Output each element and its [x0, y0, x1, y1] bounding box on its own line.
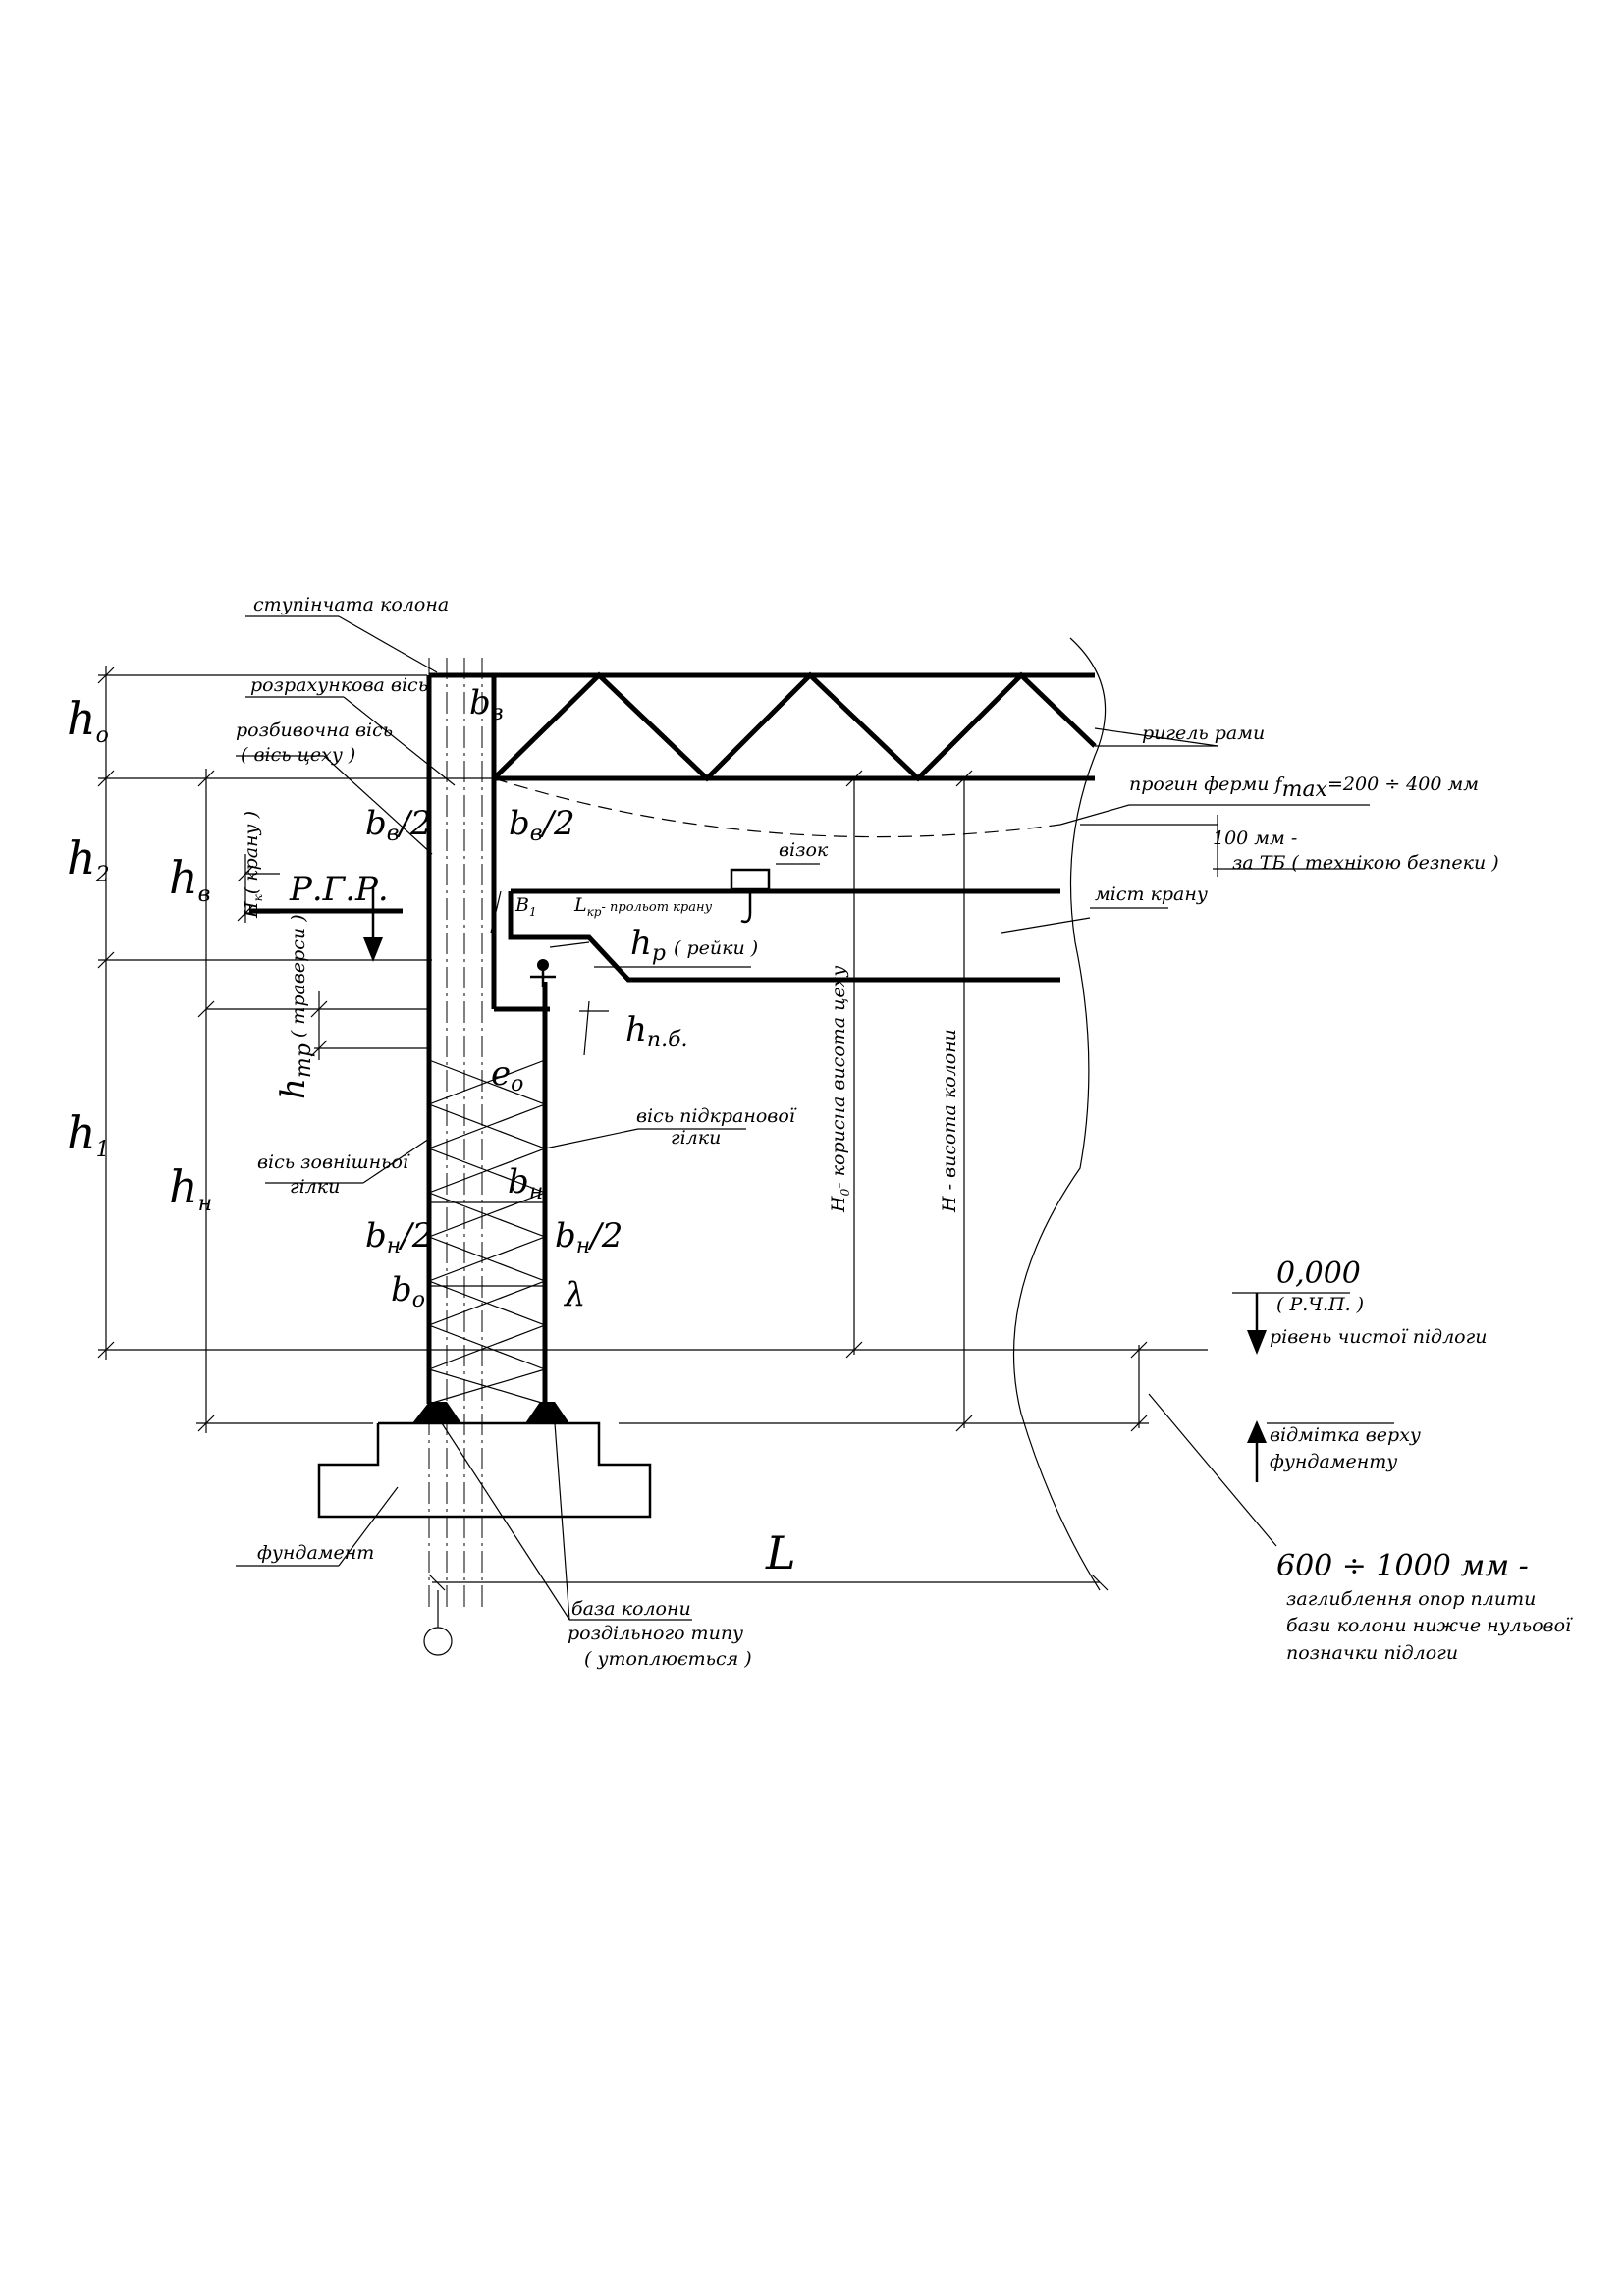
dim-hpb: hп.б.	[625, 1010, 688, 1052]
foundation: фундамент	[236, 1421, 652, 1567]
safety-100-label: 100 мм -	[1213, 828, 1297, 849]
left-dimension-chain	[97, 666, 328, 1433]
stepped-column-label: ступінчата колона	[253, 594, 449, 615]
dim-e0: eо	[491, 1054, 523, 1096]
base-label-3: ( утоплюється )	[584, 1648, 752, 1670]
dim-h0: hо	[67, 692, 109, 748]
rotated-labels: Hк( крану ) hтр( траверси ) Н0- корисна …	[241, 811, 960, 1213]
crane	[250, 868, 1060, 987]
dim-hp: hр( рейки )	[630, 924, 758, 966]
span-L-label: L	[765, 1526, 796, 1579]
base-shoe-right	[525, 1402, 569, 1423]
useful-height-label: Н0- корисна висота цеху	[828, 966, 852, 1213]
undercrane-axis-label: вісь підкранової	[636, 1105, 797, 1127]
dim-B1: B1	[514, 894, 537, 919]
height-dims	[845, 770, 1218, 1432]
zero-rchp-label: ( Р.Ч.П. )	[1276, 1294, 1364, 1315]
dim-Lkr: Lкр- прольот крану	[573, 894, 713, 919]
axis-marker-circle	[423, 1627, 453, 1656]
layout-axis-label: розбивочна вісь	[236, 720, 393, 741]
roof-truss	[492, 637, 1107, 1591]
outer-branch-label: гілки	[290, 1176, 340, 1198]
frame-girder-label: ригель рами	[1142, 722, 1265, 744]
depth-label-2: бази колони нижче нульової	[1286, 1615, 1573, 1636]
dim-bv: bв	[469, 683, 504, 725]
dim-h2: h2	[67, 831, 110, 887]
truss-deflection-label: прогин ферми fmax=200 ÷ 400 мм	[1129, 774, 1479, 802]
level-lines	[98, 674, 1394, 1424]
stepped-column	[412, 672, 569, 1423]
dim-hk: Hк( крану )	[241, 811, 265, 919]
design-axis-label: розрахункова вісь	[250, 674, 428, 696]
leader-lines	[236, 615, 1370, 1621]
dim-bn2-right: bн/2	[555, 1216, 623, 1258]
zero-mark-label: 0,000	[1276, 1256, 1361, 1291]
dim-b0: bо	[391, 1270, 425, 1312]
undercrane-branch-label: гілки	[671, 1127, 721, 1148]
dim-bn2-left: bн/2	[365, 1216, 433, 1258]
dim-hv: hв	[169, 851, 210, 907]
dim-bv2-right: bв/2	[509, 804, 575, 846]
foundation-top-label-2: фундаменту	[1270, 1451, 1397, 1472]
text-labels: ступінчата колона розрахункова вісь розб…	[236, 594, 1573, 1670]
floor-level-mark	[1232, 1292, 1350, 1482]
dim-htr: hтр( траверси )	[274, 914, 316, 1099]
foundation-label: фундамент	[257, 1542, 374, 1564]
trolley-label: візок	[779, 839, 829, 861]
foundation-top-label-1: відмітка верху	[1270, 1424, 1421, 1446]
clean-floor-label: рівень чистої підлоги	[1270, 1326, 1487, 1348]
dim-h1: h1	[67, 1106, 110, 1162]
safety-tb-label: за ТБ ( технікою безпеки )	[1232, 852, 1499, 874]
dimension-symbols: hо h2 h1 hв hн bв bв/2 bв/2 B1 Lкр- прол…	[67, 683, 758, 1314]
dim-hn: hн	[169, 1160, 212, 1216]
depth-label-3: позначки підлоги	[1286, 1642, 1458, 1664]
dim-bn: bн	[508, 1162, 543, 1204]
base-shoe-left	[412, 1402, 461, 1423]
dim-bv2-left: bв/2	[365, 804, 432, 846]
shop-axis-label: ( вісь цеху )	[241, 744, 355, 766]
depth-range-label: 600 ÷ 1000 мм -	[1276, 1549, 1529, 1583]
span-dimension: L	[428, 1526, 1109, 1591]
dim-lambda: λ	[563, 1275, 586, 1314]
trolley	[730, 868, 771, 891]
base-label-1: база колони	[571, 1598, 691, 1620]
outer-axis-label: вісь зовнішньої	[257, 1151, 410, 1173]
crane-bridge-label: міст крану	[1095, 883, 1208, 905]
column-axes	[423, 658, 483, 1656]
rgr-label: Р.Г.Р.	[289, 870, 389, 909]
base-label-2: роздільного типу	[568, 1623, 743, 1644]
column-height-label: Н - висота колони	[939, 1029, 960, 1213]
depth-label-1: заглиблення опор плити	[1286, 1588, 1536, 1610]
